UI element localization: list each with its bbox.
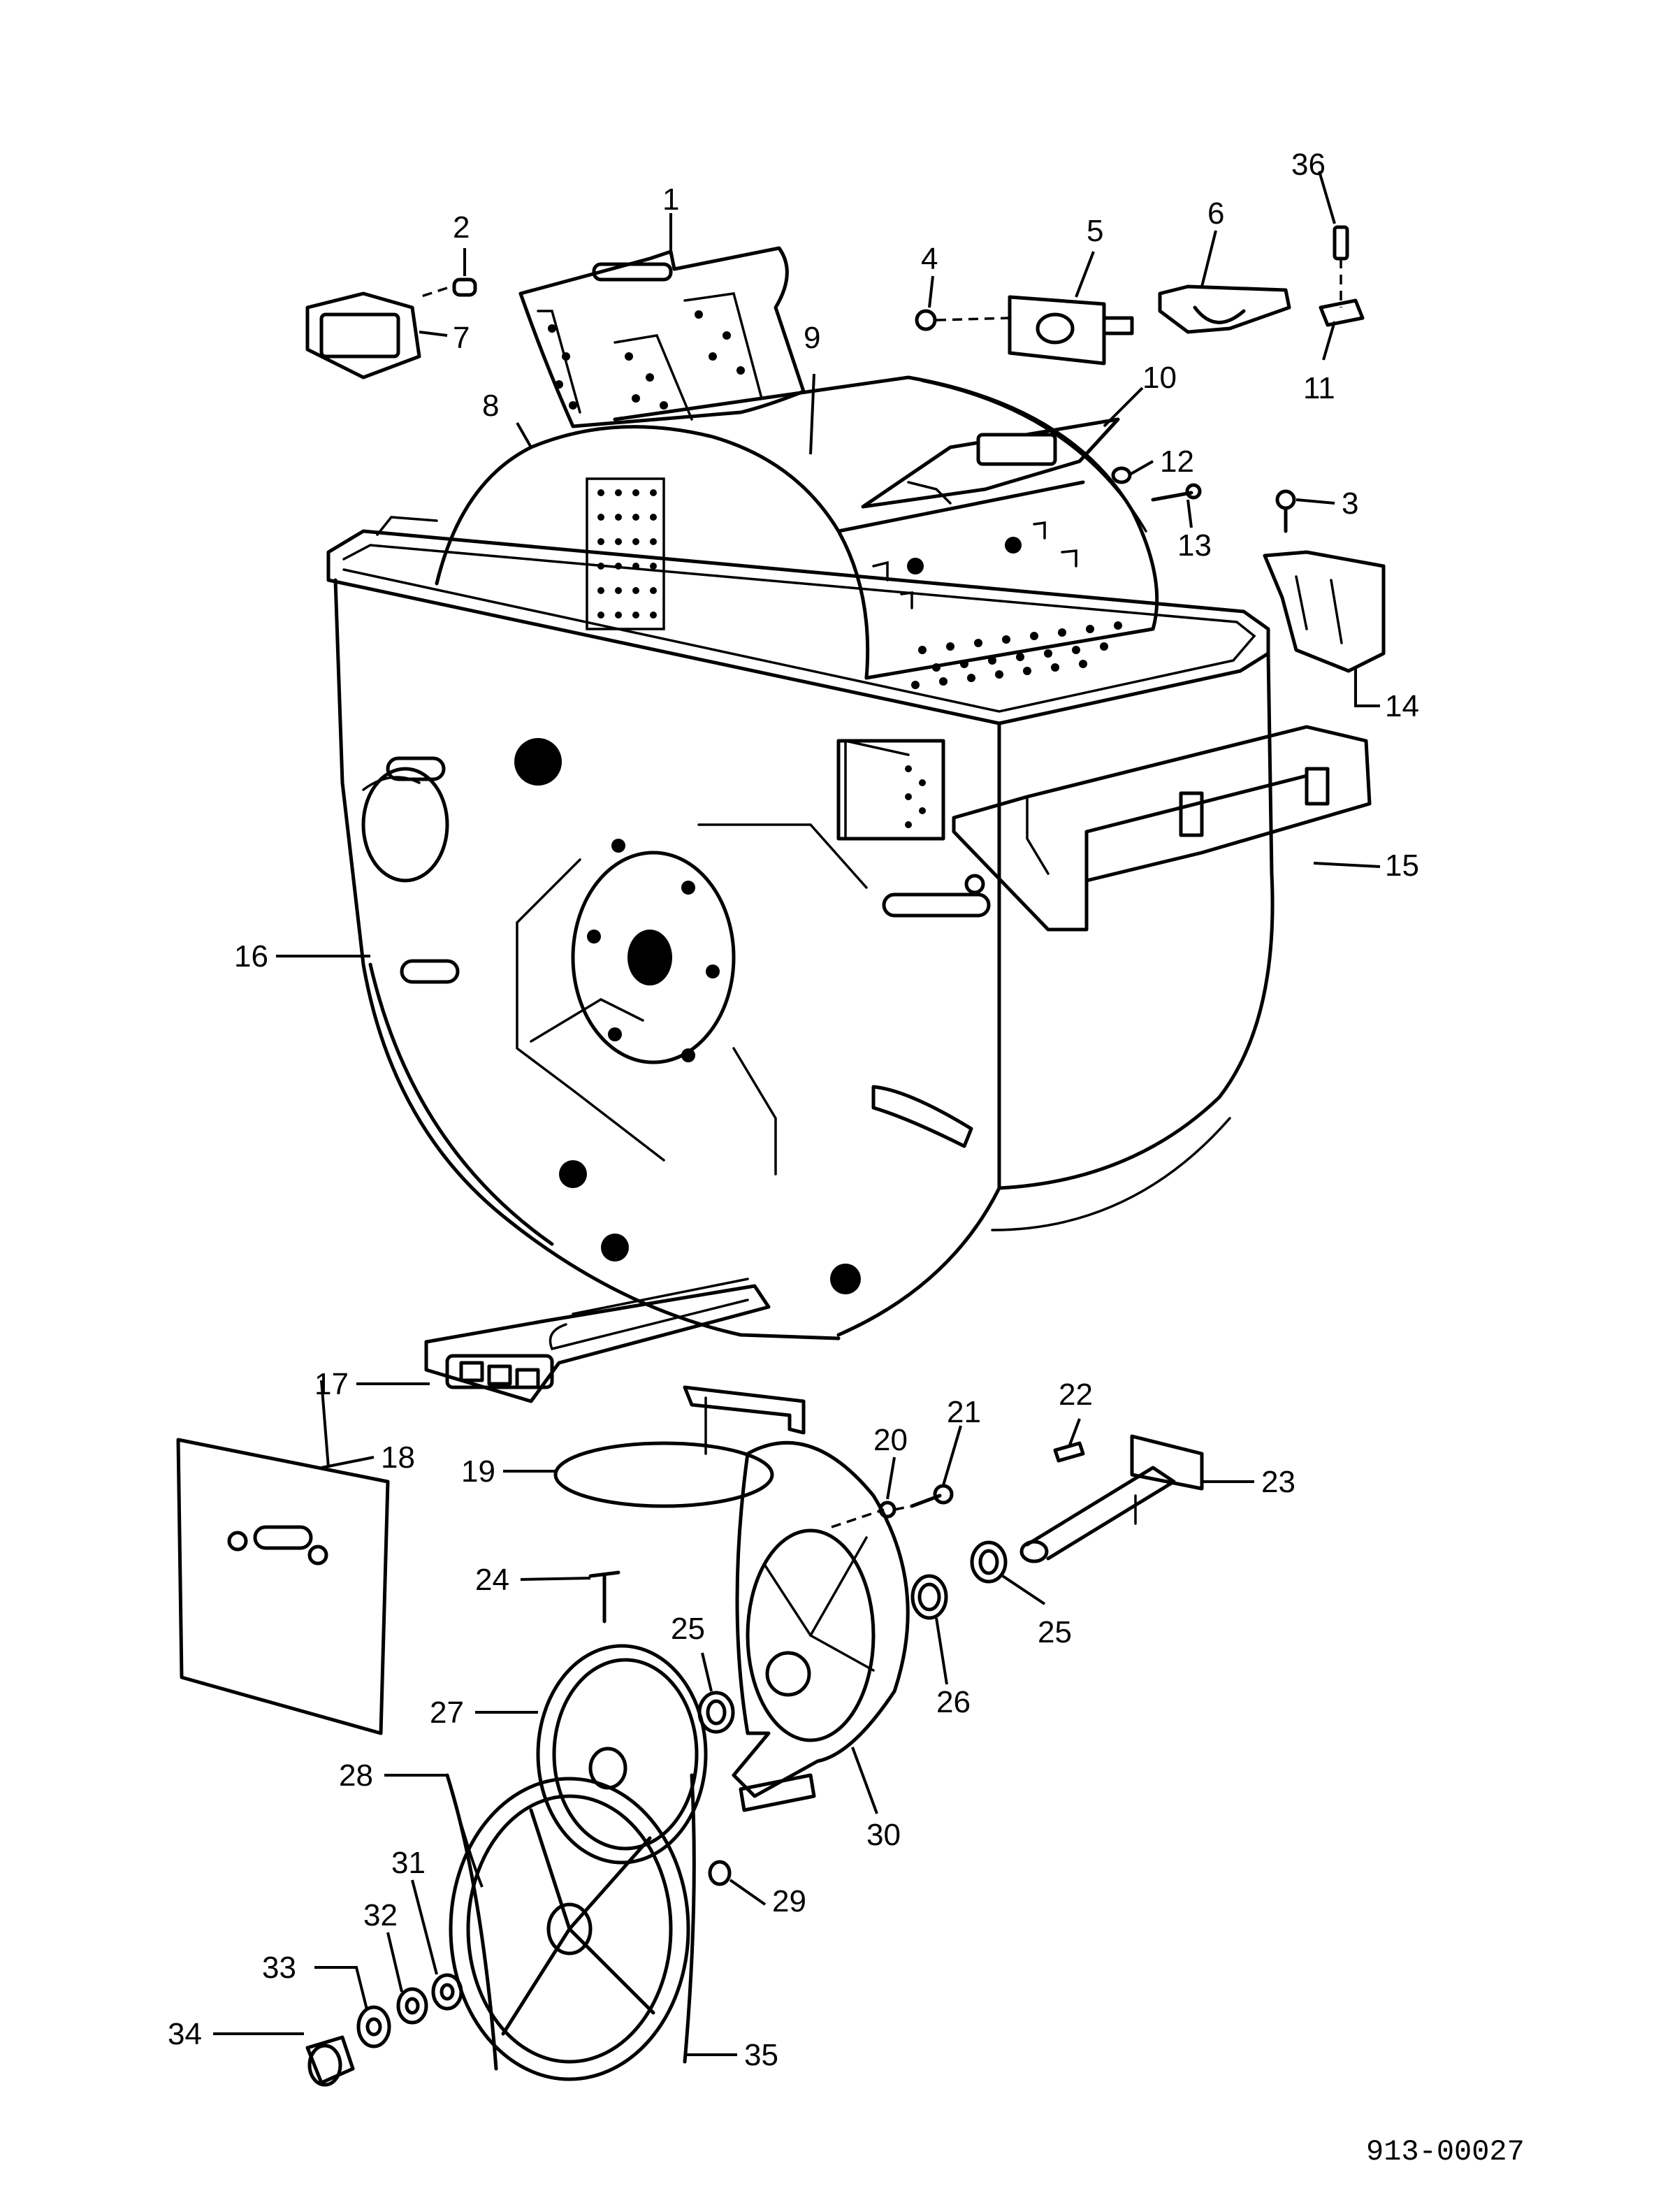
part-4-button xyxy=(915,309,937,331)
part-32-washer xyxy=(396,1987,428,2025)
document-number: 913-00027 xyxy=(1366,2135,1525,2169)
part-24-bolt xyxy=(588,1570,620,1624)
part-1-baffle xyxy=(518,246,806,428)
callout-30: 30 xyxy=(866,1818,901,1852)
callout-32: 32 xyxy=(363,1898,398,1932)
baffle-perforations xyxy=(548,310,745,410)
callout-3: 3 xyxy=(1342,486,1358,521)
callout-12: 12 xyxy=(1160,444,1194,479)
part-36-screw xyxy=(1333,225,1349,261)
callout-19: 19 xyxy=(461,1454,495,1489)
callout-2: 2 xyxy=(453,210,470,245)
callout-27: 27 xyxy=(430,1696,464,1730)
callout-16: 16 xyxy=(234,939,268,974)
part-2-screw xyxy=(452,277,477,297)
callout-8: 8 xyxy=(482,389,499,423)
part-19-disc xyxy=(553,1385,806,1508)
callout-4: 4 xyxy=(921,242,938,276)
callout-25b: 25 xyxy=(1038,1615,1072,1649)
callout-10: 10 xyxy=(1142,361,1177,395)
callout-29: 29 xyxy=(772,1884,806,1918)
part-31-washer xyxy=(431,1973,463,2011)
part-23-shaft xyxy=(1019,1434,1204,1563)
callout-36: 36 xyxy=(1291,147,1326,182)
part-29-clip xyxy=(708,1860,732,1886)
callout-labels: 1 2 3 4 5 6 7 8 9 10 11 12 13 14 15 16 1… xyxy=(168,147,1419,2072)
part-25a-washer xyxy=(697,1691,735,1734)
part-10-drum-door xyxy=(861,417,1120,509)
callout-33: 33 xyxy=(262,1951,296,1985)
part-7-hinge xyxy=(305,291,421,379)
part-26-ring xyxy=(910,1574,948,1620)
callout-14: 14 xyxy=(1385,689,1419,723)
leader-lines xyxy=(213,171,1381,2056)
part-17-heater xyxy=(424,1278,771,1403)
callout-18: 18 xyxy=(381,1440,415,1475)
part-25b-washer xyxy=(970,1540,1008,1584)
callout-1: 1 xyxy=(662,182,679,217)
part-34-cap xyxy=(305,2035,355,2087)
callout-21: 21 xyxy=(947,1395,981,1429)
part-12-screw xyxy=(1111,466,1132,484)
callout-20: 20 xyxy=(873,1423,908,1457)
drum-perforations xyxy=(597,489,1122,689)
part-18-panel xyxy=(176,1438,390,1735)
part-35-belt xyxy=(445,1773,696,2071)
part-22-key xyxy=(1053,1441,1085,1463)
assembly-lines xyxy=(419,259,1342,1528)
callout-7: 7 xyxy=(453,321,470,355)
callout-25a: 25 xyxy=(671,1612,705,1646)
callout-6: 6 xyxy=(1207,196,1224,231)
callout-31: 31 xyxy=(391,1846,426,1880)
callout-9: 9 xyxy=(804,321,820,355)
part-11-clip xyxy=(1319,298,1365,327)
callout-11: 11 xyxy=(1303,371,1335,405)
callout-22: 22 xyxy=(1059,1378,1093,1412)
callout-28: 28 xyxy=(339,1758,373,1793)
callout-24: 24 xyxy=(475,1563,509,1597)
part-13-screw xyxy=(1151,483,1202,502)
callout-26: 26 xyxy=(936,1685,971,1719)
part-21-bolt xyxy=(910,1484,954,1508)
part-30-bearing-housing xyxy=(732,1440,910,1812)
part-6-bracket xyxy=(1158,284,1291,334)
callout-34: 34 xyxy=(168,2017,202,2051)
callout-13: 13 xyxy=(1177,528,1212,563)
part-15-dispenser xyxy=(836,725,1372,932)
callout-5: 5 xyxy=(1087,214,1103,248)
part-14-bracket xyxy=(1263,550,1386,673)
part-27-gear-pulley xyxy=(536,1644,708,1865)
outer-tub xyxy=(326,516,1275,1340)
part-3-screw xyxy=(1275,489,1296,533)
callout-23: 23 xyxy=(1261,1465,1295,1499)
inner-drum xyxy=(435,375,1159,689)
callout-17: 17 xyxy=(314,1367,349,1401)
part-5-lock xyxy=(1008,295,1134,366)
part-33-washer xyxy=(356,2005,391,2048)
callout-35: 35 xyxy=(744,2038,778,2072)
part-28-belt-pulley xyxy=(449,1777,690,2081)
callout-15: 15 xyxy=(1385,848,1419,883)
